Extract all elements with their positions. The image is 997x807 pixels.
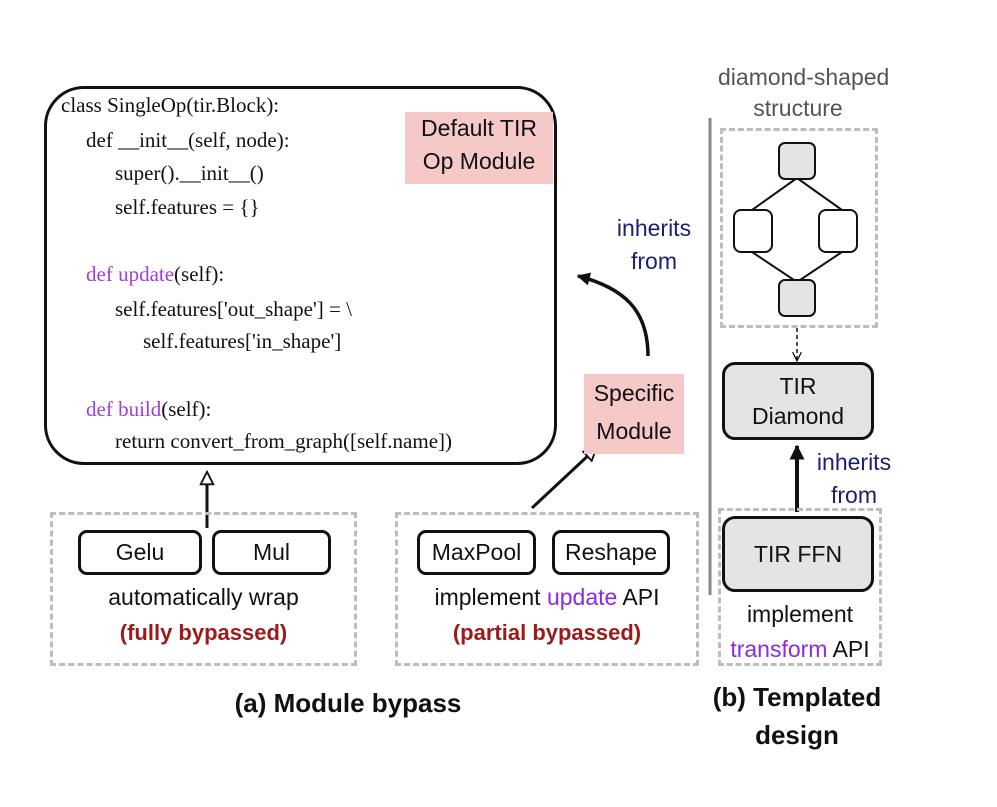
code-line-super: super().__init__() — [115, 161, 264, 185]
implement-update-keyword: update — [546, 584, 618, 610]
implement-update-pre: implement — [434, 584, 547, 610]
partial-bypassed-group — [395, 512, 699, 666]
specific-line1: Specific — [593, 380, 675, 406]
code-line-def-build: def build(self): — [86, 394, 211, 424]
diamond-label-line1: diamond-shaped — [718, 64, 890, 90]
caption-b-line2: design — [755, 720, 839, 750]
code-update-args: (self): — [174, 262, 225, 286]
automatically-wrap-text: automatically wrap — [108, 584, 299, 610]
code-keyword-build: def build — [86, 397, 162, 421]
implement-text-b: implement — [746, 601, 854, 627]
diamond-node-left — [733, 209, 773, 253]
caption-module-bypass: (a) Module bypass — [234, 688, 462, 718]
reshape-label: Reshape — [564, 539, 658, 565]
single-op-code-box — [44, 86, 557, 465]
diamond-node-top — [778, 142, 816, 180]
fully-bypassed-group — [50, 512, 357, 666]
diamond-shaped-structure-label: diamond-shaped structure — [718, 62, 890, 124]
code-line-features: self.features = {} — [115, 195, 260, 219]
inherits-curve-arrow — [576, 272, 650, 357]
mul-label: Mul — [252, 539, 291, 565]
specific-arrow — [530, 452, 592, 510]
implement-update-post: API — [617, 584, 660, 610]
diamond-graph-edges — [751, 177, 843, 283]
inherits-a-line2: from — [631, 248, 677, 274]
default-tir-label: Default TIR Op Module — [405, 112, 553, 184]
tir-ffn-group — [718, 508, 882, 666]
gelu-label: Gelu — [115, 539, 165, 565]
diamond-node-bottom — [778, 279, 816, 317]
diamond-label-line2: structure — [753, 95, 843, 121]
fully-bypassed-text: (fully bypassed) — [119, 620, 288, 645]
transform-keyword: transform — [730, 636, 828, 662]
tir-ffn-box: TIR FFN — [722, 516, 874, 592]
tir-diamond-box: TIR Diamond — [722, 362, 874, 440]
specific-module-label: Specific Module — [584, 374, 684, 454]
transform-api-post: API — [827, 636, 870, 662]
code-line-class: class SingleOp(tir.Block): — [61, 93, 280, 117]
code-build-args: (self): — [161, 397, 212, 421]
inherits-b-line2: from — [831, 482, 877, 508]
maxpool-op-box: MaxPool — [417, 530, 536, 575]
inherits-from-label-a: inherits from — [606, 212, 702, 278]
code-line-def-update: def update(self): — [86, 259, 224, 289]
diamond-node-right — [818, 209, 858, 253]
inherits-a-line1: inherits — [616, 215, 692, 241]
inherits-b-line1: inherits — [816, 449, 892, 475]
reshape-op-box: Reshape — [552, 530, 670, 575]
partial-bypassed-text: (partial bypassed) — [452, 620, 642, 645]
specific-line2: Module — [596, 418, 672, 444]
code-line-in-shape: self.features['in_shape'] — [143, 329, 342, 353]
caption-b-line1: (b) Templated — [712, 682, 882, 712]
tir-diamond-line2: Diamond — [751, 403, 845, 429]
inherits-from-label-b: inherits from — [806, 446, 902, 512]
implement-update-text: implement update API — [395, 584, 699, 611]
tir-ffn-label: TIR FFN — [753, 540, 843, 567]
default-tir-line2: Op Module — [422, 148, 536, 174]
code-line-return: return convert_from_graph([self.name]) — [115, 429, 453, 453]
diamond-structure-box — [720, 128, 878, 328]
transform-api-text: transform API — [712, 636, 888, 663]
tir-diamond-line1: TIR — [779, 373, 817, 399]
gelu-op-box: Gelu — [78, 530, 202, 575]
maxpool-label: MaxPool — [431, 539, 522, 565]
code-line-init: def __init__(self, node): — [86, 128, 290, 152]
default-tir-line1: Default TIR — [421, 115, 537, 141]
code-keyword-update: def update — [86, 262, 175, 286]
caption-templated-design: (b) Templated design — [682, 678, 912, 754]
mul-op-box: Mul — [212, 530, 331, 575]
code-line-out-shape: self.features['out_shape'] = \ — [115, 297, 352, 321]
